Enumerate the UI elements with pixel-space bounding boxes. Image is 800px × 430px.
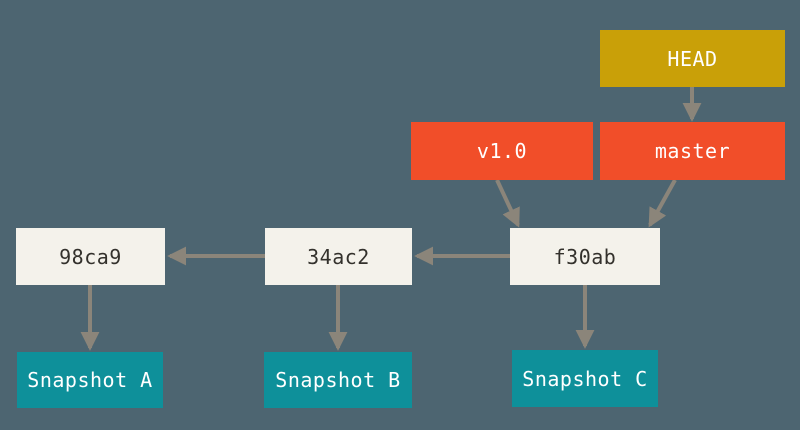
tag-v1.0-box: v1.0 bbox=[411, 122, 593, 180]
snapshot-b-box: Snapshot B bbox=[264, 352, 412, 408]
commit-box-f30ab: f30ab bbox=[510, 228, 660, 285]
snapshot-c-box: Snapshot C bbox=[512, 350, 658, 407]
branch-master-box: master bbox=[600, 122, 785, 180]
snapshot-a-label: Snapshot A bbox=[27, 368, 153, 392]
commit-label-98ca9: 98ca9 bbox=[59, 244, 122, 269]
commit-label-f30ab: f30ab bbox=[553, 244, 617, 269]
branch-master-label: master bbox=[654, 139, 731, 163]
arrow-v1_0-to-commit_f30ab bbox=[495, 179, 520, 228]
tag-v1.0-label: v1.0 bbox=[476, 139, 528, 163]
head-pointer-box: HEAD bbox=[600, 30, 785, 87]
snapshot-a-box: Snapshot A bbox=[17, 352, 163, 408]
head-pointer-label: HEAD bbox=[667, 46, 718, 71]
snapshot-b-label: Snapshot B bbox=[275, 368, 401, 392]
arrow-master-to-commit_f30ab bbox=[648, 179, 677, 228]
commit-box-98ca9: 98ca9 bbox=[16, 228, 165, 285]
snapshot-c-label: Snapshot C bbox=[522, 366, 648, 391]
commit-label-34ac2: 34ac2 bbox=[307, 244, 370, 269]
commit-box-34ac2: 34ac2 bbox=[265, 228, 412, 285]
